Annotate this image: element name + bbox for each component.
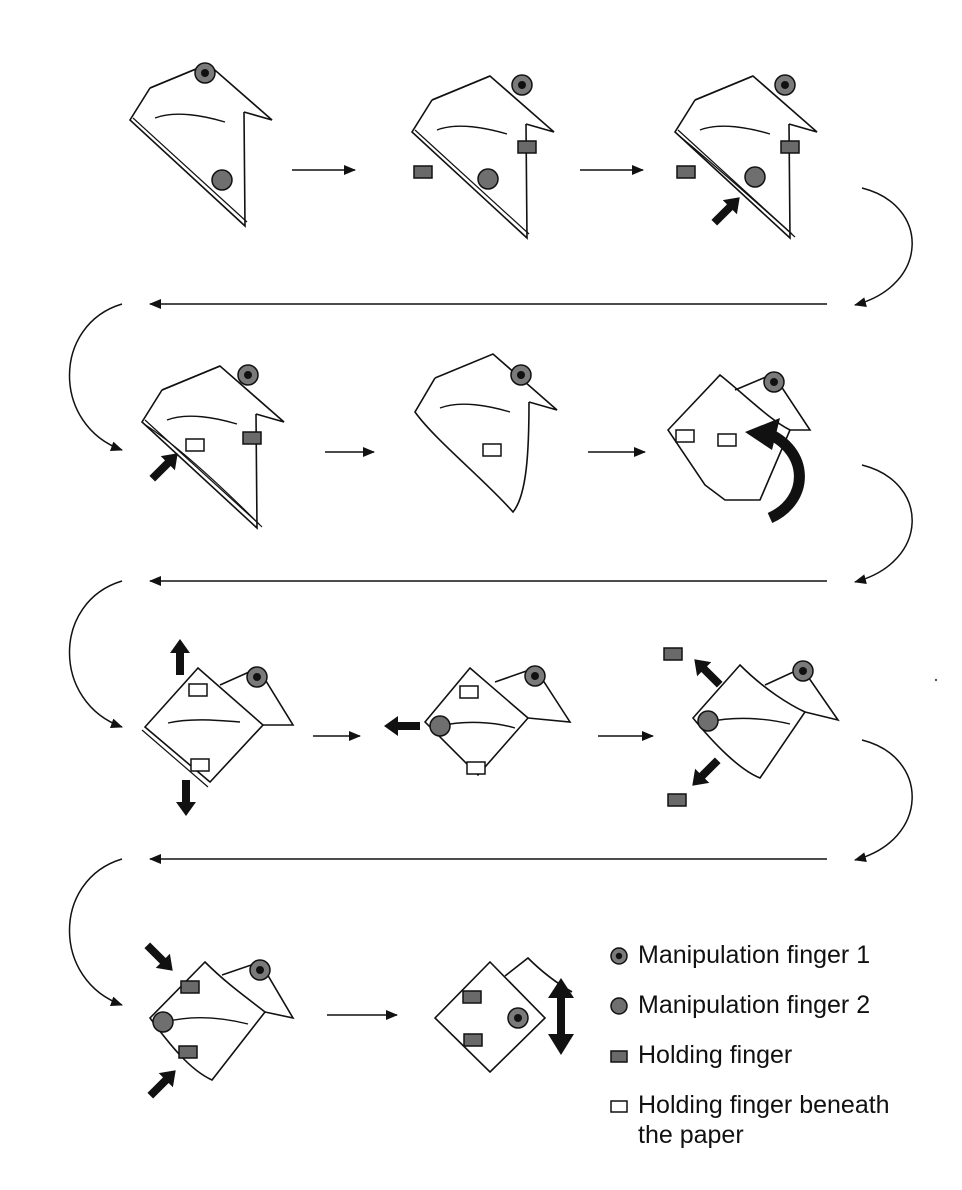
step-3 xyxy=(674,74,818,239)
wrap-arrow xyxy=(854,464,913,584)
legend-item: Manipulation finger 1 xyxy=(608,940,948,978)
push-arrow-icon xyxy=(707,190,747,230)
step-4 xyxy=(141,364,285,529)
holding-finger-icon xyxy=(608,1045,630,1067)
step-10 xyxy=(140,938,295,1103)
step-7 xyxy=(141,639,295,816)
legend-item: Manipulation finger 2 xyxy=(608,990,948,1028)
legend-item: Holding finger xyxy=(608,1040,948,1078)
step-1 xyxy=(129,62,273,227)
wrap-arrow xyxy=(854,187,913,307)
rotate-arrow-icon xyxy=(762,426,805,524)
step-9 xyxy=(663,647,840,807)
wrap-arrow xyxy=(68,858,123,1006)
manipulation-finger-2-icon xyxy=(211,169,233,191)
legend: Manipulation finger 1 Manipulation finge… xyxy=(608,940,948,1162)
legend-label: Holding finger beneath the paper xyxy=(638,1091,890,1149)
step-8 xyxy=(423,665,572,777)
step-11 xyxy=(433,956,574,1074)
step-2 xyxy=(411,74,555,239)
manipulation-finger-1-icon xyxy=(194,62,216,84)
wrap-arrow xyxy=(68,580,123,728)
holding-finger-beneath-icon xyxy=(608,1095,630,1117)
manipulation-finger-1-icon xyxy=(608,945,630,967)
manipulation-finger-2-icon xyxy=(608,995,630,1017)
step-6 xyxy=(666,371,812,524)
legend-label: Manipulation finger 1 xyxy=(638,941,871,969)
legend-label: Holding finger xyxy=(638,1041,793,1069)
step-5 xyxy=(414,353,558,514)
legend-label: Manipulation finger 2 xyxy=(638,991,871,1019)
vertical-double-arrow-icon xyxy=(548,978,574,1055)
legend-item: Holding finger beneath the paper xyxy=(608,1090,948,1162)
wrap-arrow xyxy=(854,739,913,862)
wrap-arrow xyxy=(68,303,123,451)
holding-finger-icon xyxy=(413,165,433,179)
